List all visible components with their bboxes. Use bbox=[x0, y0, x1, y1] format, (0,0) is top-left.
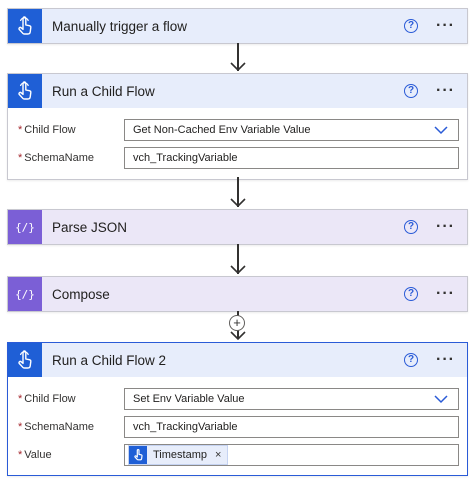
step-body: *Child Flow Get Non-Cached Env Variable … bbox=[8, 108, 467, 179]
touch-hand-icon bbox=[8, 74, 42, 108]
param-label: *Child Flow bbox=[18, 124, 124, 136]
svg-text:{/}: {/} bbox=[16, 221, 34, 234]
step-header[interactable]: Run a Child Flow 2 ? ··· bbox=[8, 343, 467, 377]
step-card-manual-trigger[interactable]: Manually trigger a flow ? ··· bbox=[7, 8, 468, 44]
param-label: *Value bbox=[18, 449, 124, 461]
step-card-run-child-flow[interactable]: Run a Child Flow ? ··· *Child Flow Get N… bbox=[7, 73, 468, 180]
more-options-icon[interactable]: ··· bbox=[436, 218, 455, 235]
help-icon[interactable]: ? bbox=[404, 353, 419, 367]
step-header[interactable]: {/} Compose ? ··· bbox=[8, 277, 467, 311]
more-options-icon[interactable]: ··· bbox=[436, 82, 455, 99]
step-title: Compose bbox=[52, 286, 110, 302]
help-icon[interactable]: ? bbox=[404, 19, 419, 33]
step-title: Run a Child Flow 2 bbox=[52, 352, 167, 368]
connector-line bbox=[237, 177, 239, 207]
param-row-child-flow: *Child Flow Set Env Variable Value bbox=[18, 387, 459, 411]
step-header[interactable]: {/} Parse JSON ? ··· bbox=[8, 210, 467, 244]
param-row-child-flow: *Child Flow Get Non-Cached Env Variable … bbox=[18, 118, 459, 142]
connector-line bbox=[237, 43, 239, 71]
required-marker: * bbox=[18, 421, 23, 433]
schema-name-input[interactable]: vch_TrackingVariable bbox=[124, 147, 459, 169]
help-icon[interactable]: ? bbox=[404, 220, 419, 234]
schema-name-input[interactable]: vch_TrackingVariable bbox=[124, 416, 459, 438]
connector-arrow-icon bbox=[230, 62, 246, 72]
param-row-schema-name: *SchemaName vch_TrackingVariable bbox=[18, 415, 459, 439]
required-marker: * bbox=[18, 152, 23, 164]
required-marker: * bbox=[18, 393, 23, 405]
step-card-compose[interactable]: {/} Compose ? ··· bbox=[7, 276, 468, 312]
param-row-schema-name: *SchemaName vch_TrackingVariable bbox=[18, 146, 459, 170]
step-header[interactable]: Run a Child Flow ? ··· bbox=[8, 74, 467, 108]
more-options-icon[interactable]: ··· bbox=[436, 285, 455, 302]
help-icon[interactable]: ? bbox=[404, 287, 419, 301]
required-marker: * bbox=[18, 124, 23, 136]
dropdown-value: Set Env Variable Value bbox=[133, 393, 245, 405]
more-options-icon[interactable]: ··· bbox=[436, 17, 455, 34]
svg-text:{/}: {/} bbox=[16, 288, 34, 301]
token-label: Timestamp bbox=[153, 449, 207, 461]
remove-token-icon[interactable]: × bbox=[215, 449, 222, 461]
param-label-text: Value bbox=[24, 449, 52, 461]
connector-arrow-icon bbox=[230, 265, 246, 275]
dynamic-content-token[interactable]: Timestamp × bbox=[128, 445, 229, 465]
chevron-down-icon[interactable] bbox=[434, 124, 448, 136]
param-label: *SchemaName bbox=[18, 152, 124, 164]
connector-line bbox=[237, 244, 239, 274]
step-card-run-child-flow-2[interactable]: Run a Child Flow 2 ? ··· *Child Flow Set… bbox=[7, 342, 468, 476]
value-input[interactable]: Timestamp × bbox=[124, 444, 459, 466]
help-icon[interactable]: ? bbox=[404, 84, 419, 98]
child-flow-dropdown[interactable]: Set Env Variable Value bbox=[124, 388, 459, 410]
add-step-button[interactable]: + bbox=[229, 315, 245, 331]
chevron-down-icon[interactable] bbox=[434, 393, 448, 405]
step-title: Parse JSON bbox=[52, 219, 128, 235]
step-card-parse-json[interactable]: {/} Parse JSON ? ··· bbox=[7, 209, 468, 245]
param-label-text: SchemaName bbox=[24, 152, 94, 164]
step-body: *Child Flow Set Env Variable Value *Sche… bbox=[8, 377, 467, 477]
param-label: *Child Flow bbox=[18, 393, 124, 405]
child-flow-dropdown[interactable]: Get Non-Cached Env Variable Value bbox=[124, 119, 459, 141]
step-header[interactable]: Manually trigger a flow ? ··· bbox=[8, 9, 467, 43]
dropdown-value: Get Non-Cached Env Variable Value bbox=[133, 124, 311, 136]
param-label-text: Child Flow bbox=[24, 124, 76, 136]
touch-hand-icon bbox=[8, 9, 42, 43]
param-label-text: Child Flow bbox=[24, 393, 76, 405]
input-value: vch_TrackingVariable bbox=[133, 421, 238, 433]
input-value: vch_TrackingVariable bbox=[133, 152, 238, 164]
param-label: *SchemaName bbox=[18, 421, 124, 433]
data-operation-icon: {/} bbox=[8, 277, 42, 311]
step-title: Run a Child Flow bbox=[52, 83, 155, 99]
data-operation-icon: {/} bbox=[8, 210, 42, 244]
more-options-icon[interactable]: ··· bbox=[436, 351, 455, 368]
step-title: Manually trigger a flow bbox=[52, 18, 188, 34]
param-row-value: *Value Timestamp × bbox=[18, 443, 459, 467]
connector-arrow-icon bbox=[230, 198, 246, 208]
touch-hand-icon bbox=[129, 446, 147, 464]
param-label-text: SchemaName bbox=[24, 421, 94, 433]
connector-arrow-icon bbox=[230, 331, 246, 341]
touch-hand-icon bbox=[8, 343, 42, 377]
required-marker: * bbox=[18, 449, 23, 461]
